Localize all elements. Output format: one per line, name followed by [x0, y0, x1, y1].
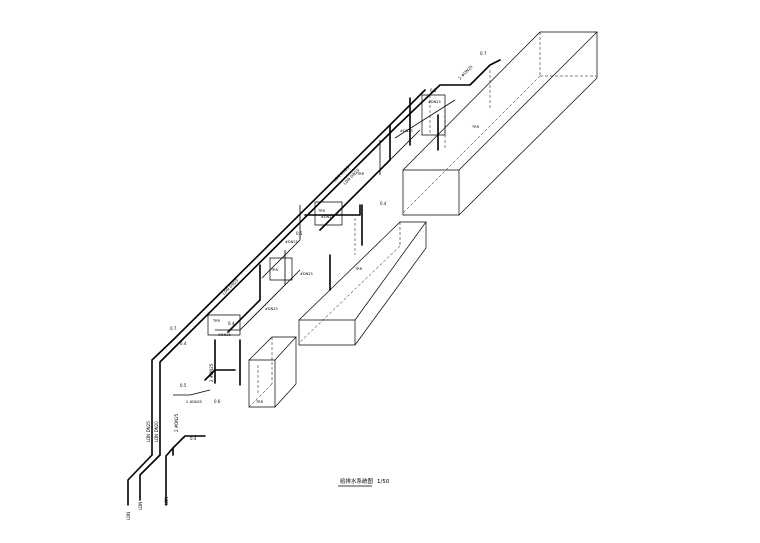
box-tag: TRR: [255, 400, 264, 404]
slope-label: 0.5: [296, 231, 303, 236]
elevation-label: #DN25: [428, 100, 441, 104]
box-tag: TRR: [317, 209, 326, 213]
label-vertical-1: LDN DN25: [146, 421, 151, 442]
elevation-label-diag: 2 #DN25: [457, 64, 474, 81]
slope-label: 0.4: [228, 321, 235, 326]
equipment-box-small: [248, 336, 297, 408]
box-tag: TRR: [356, 172, 365, 176]
drawing-title: 给排水系统图 1/50: [338, 477, 390, 487]
drawing-scale: 1/50: [377, 479, 390, 485]
outlet-labels: LDN LDN LDN: [126, 497, 169, 520]
elevation-label: #DN25: [285, 240, 298, 244]
elevation-label-vertical: 2 #DN25: [209, 363, 214, 382]
slope-label: 0.6: [214, 399, 221, 404]
box-tag: TRR: [212, 319, 221, 323]
drawing-title-text: 给排水系统图: [340, 477, 374, 485]
elevation-label: #DN25: [400, 129, 413, 133]
equipment-tags: TRR TRR TRR TRR TRR TRR TRR: [212, 125, 480, 404]
elevation-label: #DN25: [321, 215, 334, 219]
main-supply-pipe: [151, 89, 426, 456]
slope-labels: 0.7 0.4 0.5 0.6 0.4 0.4 0.5 0.4 0.5 0.7: [170, 51, 487, 441]
branch-pipes: [173, 59, 501, 396]
box-tag: TRR: [354, 267, 363, 271]
elevation-labels: 2 #DN25 #DN25 #DN25 #DN25 #DN25 #DN25 #D…: [174, 64, 474, 432]
equipment-tank-large: [402, 31, 598, 216]
outlet-label: LDN: [164, 497, 169, 505]
box-tag: TRR: [471, 125, 480, 129]
elevation-label: #DN25: [265, 307, 278, 311]
slope-label: 0.7: [170, 326, 177, 331]
outlet-label: LDN: [138, 502, 143, 510]
outlet-pipes: [127, 447, 174, 506]
outlet-label: LDN: [126, 512, 131, 520]
elevation-label: #DN25: [300, 272, 313, 276]
elevation-label: 2 #DN25: [186, 400, 202, 404]
label-vertical-2: LDN DN20: [154, 421, 159, 442]
slope-label: 0.4: [190, 436, 197, 441]
slope-label: 0.7: [480, 51, 487, 56]
slope-label: 0.4: [180, 341, 187, 346]
elevation-label: #DN25: [218, 333, 231, 337]
slope-label: 0.5: [430, 88, 437, 93]
slope-label: 0.4: [380, 201, 387, 206]
elevation-label-vertical: 2 #DN25: [174, 413, 179, 432]
slope-label: 0.5: [180, 383, 187, 388]
box-tag: TRR: [270, 268, 279, 272]
equipment-tank-medium: [298, 221, 427, 346]
vertical-risers: [257, 70, 491, 395]
pipe-labels: LDN DN25 LDN DN25 LDN DN25 LDN DN25 LDN …: [146, 164, 361, 442]
